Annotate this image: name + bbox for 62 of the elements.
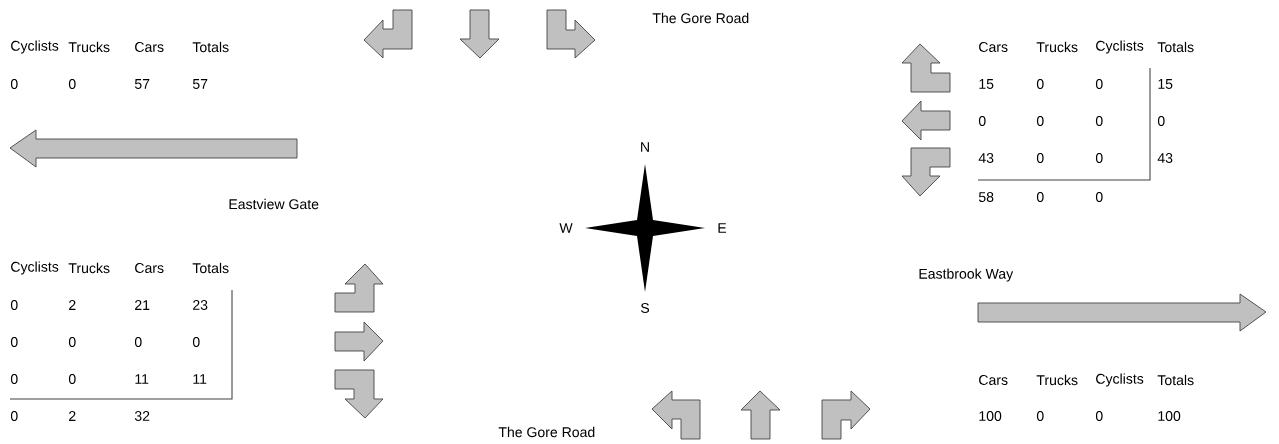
count-value: 43 xyxy=(978,153,994,163)
road-name: Eastview Gate xyxy=(229,198,319,210)
count-value: 100 xyxy=(1158,411,1181,421)
count-value: 2 xyxy=(69,411,76,421)
count-value: 0 xyxy=(1036,411,1044,421)
count-value: 0 xyxy=(10,79,18,89)
count-value: 0 xyxy=(68,374,76,384)
count-value: 43 xyxy=(1157,153,1173,163)
table-header: Trucks xyxy=(1036,374,1078,386)
table-header: Trucks xyxy=(68,262,110,274)
road-name: Eastbrook Way xyxy=(919,268,1014,282)
count-value: 0 xyxy=(978,116,986,126)
table-header: Cyclists xyxy=(11,40,59,54)
table-header: Cyclists xyxy=(11,261,59,275)
count-value: 23 xyxy=(193,300,208,310)
count-value: 0 xyxy=(1036,116,1044,126)
table-header: Cars xyxy=(135,42,164,52)
count-value: 32 xyxy=(134,411,150,421)
count-value: 0 xyxy=(10,337,18,347)
table-header: Totals xyxy=(192,262,229,274)
table-header: Cars xyxy=(979,375,1008,385)
table-header: Cars xyxy=(135,263,164,273)
compass-letter: E xyxy=(718,223,727,233)
count-value: 11 xyxy=(193,374,207,384)
count-value: 0 xyxy=(1036,79,1044,89)
count-value: 0 xyxy=(10,374,18,384)
count-value: 15 xyxy=(979,79,994,89)
count-value: 21 xyxy=(135,300,150,310)
table-header: Trucks xyxy=(1036,41,1078,53)
compass-letter: S xyxy=(640,303,650,313)
table-header: Totals xyxy=(192,41,229,53)
count-value: 0 xyxy=(10,300,18,310)
compass-letter: N xyxy=(641,142,649,152)
table-header: Cars xyxy=(979,42,1008,52)
count-value: 11 xyxy=(135,374,149,384)
count-value: 0 xyxy=(134,337,142,347)
count-value: 0 xyxy=(1095,79,1103,89)
table-header: Totals xyxy=(1157,374,1194,386)
count-value: 0 xyxy=(1095,411,1103,421)
count-value: 0 xyxy=(1036,153,1044,163)
count-value: 0 xyxy=(1095,192,1103,202)
road-name: The Gore Road xyxy=(652,12,749,24)
count-value: 2 xyxy=(69,300,76,310)
count-value: 57 xyxy=(192,79,208,89)
count-value: 0 xyxy=(192,337,200,347)
count-value: 0 xyxy=(10,411,18,421)
count-value: 57 xyxy=(134,79,150,89)
count-value: 0 xyxy=(1036,192,1044,202)
count-value: 15 xyxy=(1158,79,1173,89)
count-value: 0 xyxy=(1157,116,1165,126)
count-value: 0 xyxy=(1095,116,1103,126)
count-value: 0 xyxy=(1095,153,1103,163)
count-value: 100 xyxy=(979,411,1002,421)
road-name: The Gore Road xyxy=(498,426,595,438)
table-header: Cyclists xyxy=(1096,40,1144,54)
table-header: Totals xyxy=(1157,41,1194,53)
count-value: 0 xyxy=(68,79,76,89)
table-header: Cyclists xyxy=(1096,373,1144,387)
table-header: Trucks xyxy=(68,41,110,53)
compass-letter: W xyxy=(559,223,573,233)
count-value: 58 xyxy=(978,192,994,202)
count-value: 0 xyxy=(68,337,76,347)
